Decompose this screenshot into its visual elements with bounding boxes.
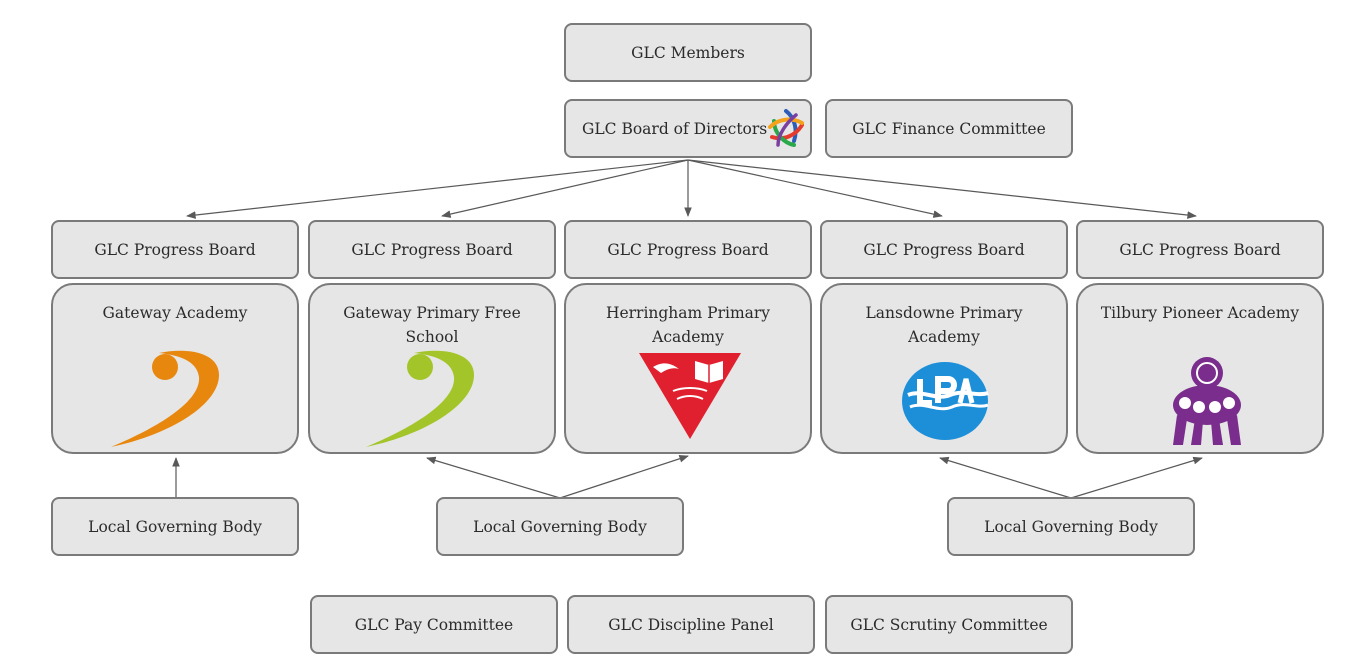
glc-discipline-panel-box: GLC Discipline Panel bbox=[567, 595, 815, 654]
progress-board-box: GLC Progress Board bbox=[51, 220, 299, 279]
progress-board-label: GLC Progress Board bbox=[607, 240, 769, 259]
progress-board-label: GLC Progress Board bbox=[1119, 240, 1281, 259]
glc-members-label: GLC Members bbox=[631, 43, 745, 62]
progress-board-label: GLC Progress Board bbox=[94, 240, 256, 259]
glc-scrutiny-committee-label: GLC Scrutiny Committee bbox=[850, 615, 1048, 634]
arrow-board-to-progress-4 bbox=[687, 159, 943, 218]
gateway-green-swoosh-icon bbox=[366, 350, 474, 447]
local-governing-body-label: Local Governing Body bbox=[88, 517, 262, 536]
arrow-board-to-progress-2 bbox=[441, 159, 689, 218]
herringham-red-triangle-icon bbox=[639, 353, 741, 439]
local-governing-body-label: Local Governing Body bbox=[984, 517, 1158, 536]
glc-pay-committee-label: GLC Pay Committee bbox=[354, 615, 514, 634]
glc-members-box: GLC Members bbox=[564, 23, 812, 82]
arrow-lgb3-to-lansdowne bbox=[939, 456, 1072, 499]
progress-board-label: GLC Progress Board bbox=[863, 240, 1025, 259]
glc-finance-committee-box: GLC Finance Committee bbox=[825, 99, 1073, 158]
academy-card-gateway: Gateway Academy bbox=[51, 283, 299, 454]
glc-scrutiny-committee-box: GLC Scrutiny Committee bbox=[825, 595, 1073, 654]
arrow-lgb3-to-tilbury bbox=[1070, 456, 1203, 499]
arrow-board-to-progress-1 bbox=[186, 159, 689, 219]
local-governing-body-box: Local Governing Body bbox=[436, 497, 684, 556]
glc-pay-committee-box: GLC Pay Committee bbox=[310, 595, 558, 654]
progress-board-box: GLC Progress Board bbox=[564, 220, 812, 279]
glc-discipline-panel-label: GLC Discipline Panel bbox=[608, 615, 774, 634]
academy-card-tilbury: Tilbury Pioneer Academy bbox=[1076, 283, 1324, 454]
gateway-orange-swoosh-icon bbox=[111, 350, 219, 447]
glc-board-of-directors-label: GLC Board of Directors bbox=[582, 119, 768, 138]
glc-board-of-directors-box: GLC Board of Directors bbox=[564, 99, 812, 158]
academy-name: Gateway Primary Free School bbox=[343, 304, 521, 346]
academy-card-gateway-primary: Gateway Primary Free School bbox=[308, 283, 556, 454]
academy-name: Herringham Primary Academy bbox=[605, 304, 771, 346]
arrow-board-to-progress-5 bbox=[687, 159, 1197, 219]
arrow-lgb2-to-herringham bbox=[559, 455, 689, 499]
arrow-lgb2-to-gateway-primary bbox=[426, 456, 561, 499]
local-governing-body-box: Local Governing Body bbox=[51, 497, 299, 556]
local-governing-body-box: Local Governing Body bbox=[947, 497, 1195, 556]
glc-star-logo-icon bbox=[768, 109, 804, 147]
progress-board-box: GLC Progress Board bbox=[308, 220, 556, 279]
tilbury-purple-figures-icon bbox=[1173, 357, 1241, 445]
academy-name: Lansdowne Primary Academy bbox=[865, 304, 1023, 346]
local-governing-body-label: Local Governing Body bbox=[473, 517, 647, 536]
academy-card-herringham: Herringham Primary Academy bbox=[564, 283, 812, 454]
academy-card-lansdowne: Lansdowne Primary Academy bbox=[820, 283, 1068, 454]
lansdowne-lpa-circle-icon bbox=[902, 362, 989, 440]
progress-board-label: GLC Progress Board bbox=[351, 240, 513, 259]
academy-name: Gateway Academy bbox=[102, 304, 248, 322]
progress-board-box: GLC Progress Board bbox=[820, 220, 1068, 279]
academy-name: Tilbury Pioneer Academy bbox=[1100, 304, 1300, 322]
glc-finance-committee-label: GLC Finance Committee bbox=[852, 119, 1046, 138]
progress-board-box: GLC Progress Board bbox=[1076, 220, 1324, 279]
